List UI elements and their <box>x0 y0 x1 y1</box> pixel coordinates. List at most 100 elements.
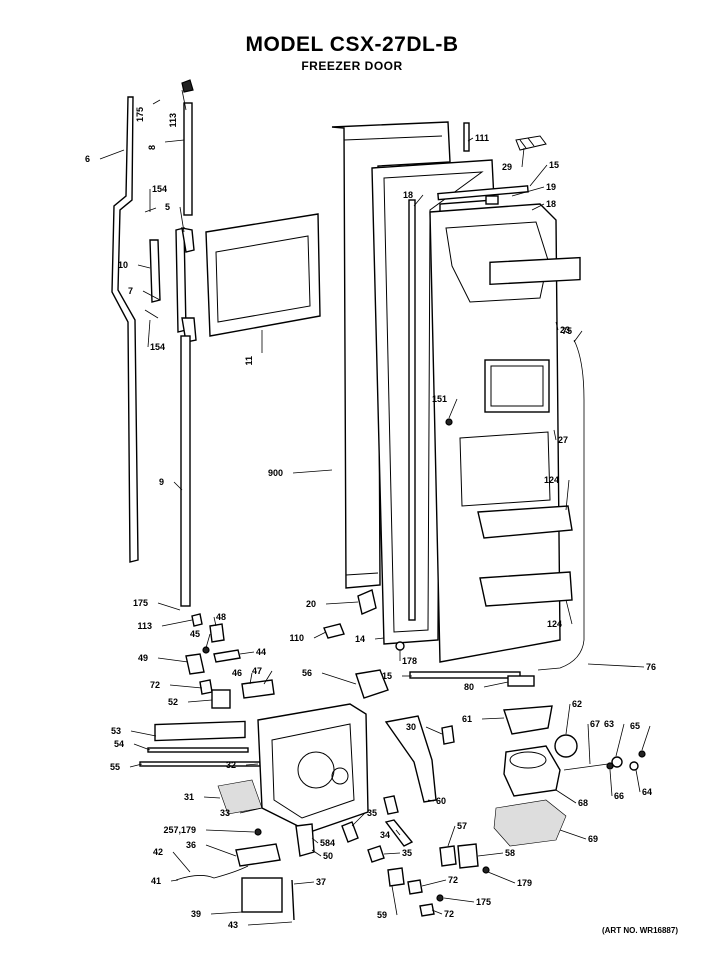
art-number: (ART NO. WR16887) <box>601 926 678 935</box>
callout-label: 48 <box>216 612 226 622</box>
part-outer-door-panel-edge <box>343 135 443 576</box>
part-dispenser-rail <box>489 256 581 286</box>
part-179 <box>482 866 490 874</box>
callout-label: 55 <box>110 762 120 772</box>
callout-leader <box>615 723 625 757</box>
callout-label: 41 <box>151 876 161 886</box>
part-lower-trim <box>180 335 191 607</box>
part-46-47 <box>241 679 275 699</box>
callout-leader <box>641 725 651 751</box>
callout-label: 72 <box>448 875 458 885</box>
callout-leader <box>292 469 333 474</box>
callout-label: 124 <box>547 619 562 629</box>
callout-label: 58 <box>505 848 515 858</box>
part-57 <box>439 845 457 867</box>
part-control-panel-face <box>490 365 544 407</box>
callout-leader <box>555 321 559 331</box>
callout-leader <box>383 852 401 855</box>
part-53 <box>154 720 246 742</box>
part-50 <box>295 823 315 857</box>
part-80 <box>507 675 535 687</box>
callout-label: 35 <box>402 848 412 858</box>
part-15-bar <box>437 185 529 201</box>
part-cap <box>181 79 194 93</box>
part-inner-door <box>429 203 561 663</box>
part-20 <box>357 589 377 615</box>
callout-label: 32 <box>226 760 236 770</box>
callout-label: 113 <box>137 621 152 631</box>
callout-leader <box>587 723 591 765</box>
callout-label: 49 <box>138 653 148 663</box>
callout-label: 175 <box>476 897 491 907</box>
callout-leader <box>467 137 474 142</box>
callout-label: 66 <box>614 791 624 801</box>
callout-leader <box>249 672 253 685</box>
part-72b <box>407 879 423 895</box>
callout-leader <box>565 703 571 735</box>
part-door-liner <box>371 159 495 645</box>
callout-leader <box>609 769 613 797</box>
callout-leader <box>511 186 545 197</box>
callout-leader <box>413 194 424 207</box>
callout-leader <box>477 852 504 857</box>
part-side-piece <box>149 239 161 303</box>
callout-label: 8 <box>147 145 157 150</box>
callout-label: 36 <box>186 840 196 850</box>
callout-leader <box>425 726 443 735</box>
part-64 <box>629 761 639 771</box>
callout-leader <box>311 837 319 844</box>
callout-label: 175 <box>135 107 145 122</box>
part-39 <box>241 877 283 913</box>
callout-label: 31 <box>184 792 194 802</box>
callout-leader <box>263 670 273 685</box>
callout-leader <box>172 851 191 873</box>
callout-label: 900 <box>268 468 283 478</box>
callout-label: 111 <box>475 133 489 143</box>
part-48 <box>209 623 225 643</box>
part-65 <box>638 750 646 758</box>
callout-label: 56 <box>302 668 312 678</box>
part-35b <box>367 845 385 863</box>
part-44 <box>213 649 241 663</box>
callout-leader <box>205 829 255 833</box>
part-66 <box>606 762 614 770</box>
callout-label: 43 <box>228 920 238 930</box>
callout-leader <box>325 601 359 605</box>
callout-leader <box>170 879 179 882</box>
callout-leader <box>421 879 447 887</box>
callout-label: 11 <box>244 356 254 366</box>
callout-label: 76 <box>646 662 656 672</box>
part-19 <box>485 195 499 205</box>
callout-leader <box>205 844 237 857</box>
callout-leader <box>565 479 570 511</box>
callout-label: 18 <box>403 190 413 200</box>
part-screw <box>144 207 157 213</box>
callout-label: 30 <box>406 722 416 732</box>
callout-leader <box>374 637 385 640</box>
callout-label: 19 <box>546 182 556 192</box>
callout-leader <box>99 149 125 160</box>
callout-leader <box>130 730 157 737</box>
callout-label: 52 <box>168 697 178 707</box>
callout-leader <box>427 799 435 802</box>
part-35 <box>341 821 359 843</box>
part-68-top <box>509 751 547 769</box>
part-35c <box>383 795 399 815</box>
part-69 <box>493 799 567 847</box>
part-door-shelf-upper <box>477 505 573 539</box>
callout-leader <box>635 769 641 793</box>
callout-label: 72 <box>444 909 454 919</box>
callout-leader <box>147 319 151 348</box>
callout-leader <box>555 789 577 804</box>
part-68 <box>503 745 561 797</box>
part-62 <box>554 734 578 758</box>
callout-leader <box>169 684 203 689</box>
callout-leader <box>133 743 151 751</box>
part-36 <box>235 843 281 867</box>
callout-label: 68 <box>578 798 588 808</box>
callout-leader <box>173 481 183 491</box>
part-61 <box>503 705 553 735</box>
callout-label: 15 <box>382 671 392 681</box>
part-dispenser-housing <box>257 703 369 833</box>
